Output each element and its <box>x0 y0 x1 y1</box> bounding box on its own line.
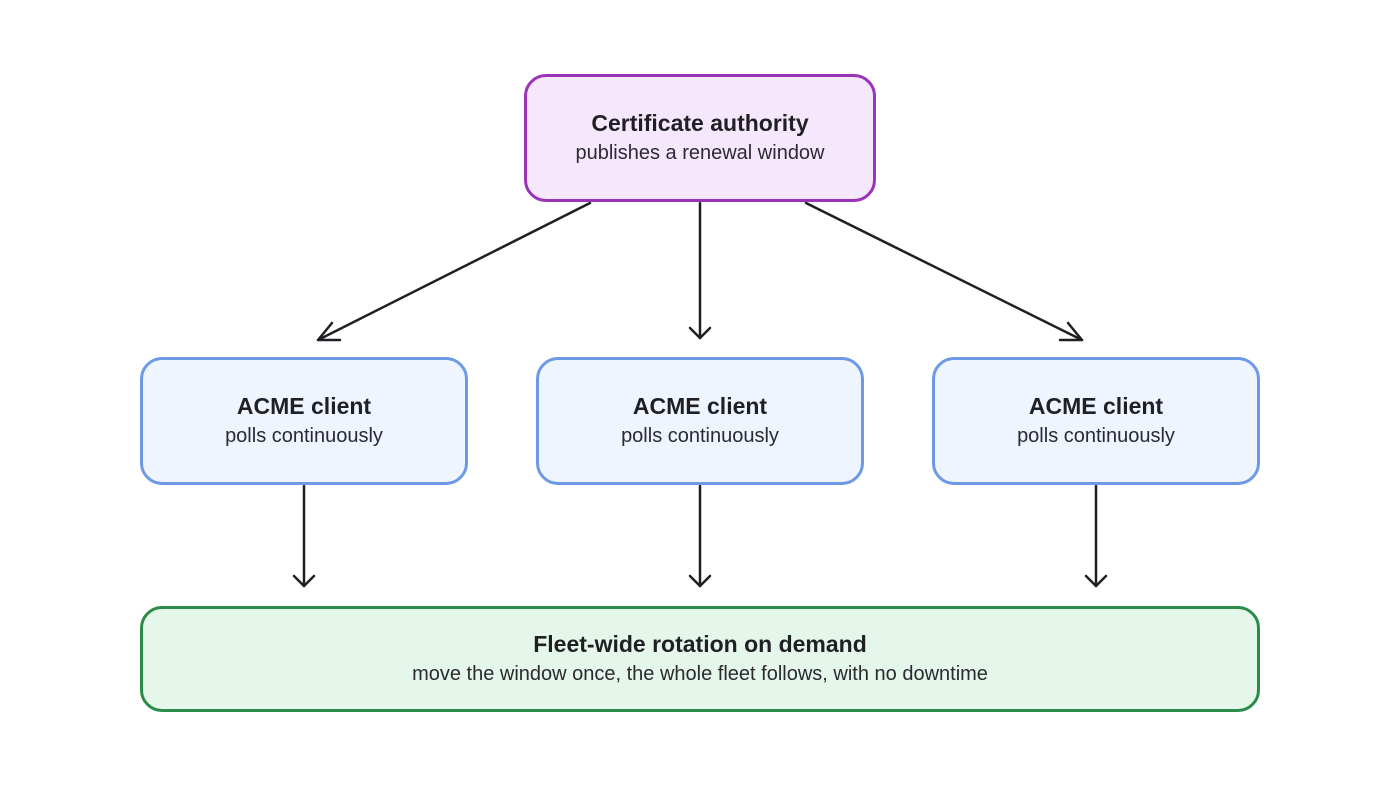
arrow-client-2-to-outcome <box>688 484 712 588</box>
fleet-rotation-outcome-node: Fleet-wide rotation on demand move the w… <box>140 606 1260 712</box>
acme-client-node-2: ACME client polls continuously <box>536 357 864 485</box>
node-title: ACME client <box>1028 393 1164 419</box>
node-title: Fleet-wide rotation on demand <box>533 631 867 657</box>
arrow-client-1-to-outcome <box>292 484 316 588</box>
arrow-authority-to-client-1 <box>316 201 592 342</box>
node-title: ACME client <box>236 393 372 419</box>
arrow-authority-to-client-3 <box>804 201 1084 342</box>
node-subtitle: publishes a renewal window <box>575 142 825 164</box>
arrow-client-3-to-outcome <box>1084 484 1108 588</box>
certificate-authority-node: Certificate authority publishes a renewa… <box>524 74 876 202</box>
arrow-authority-to-client-2 <box>688 201 712 340</box>
node-subtitle: polls continuously <box>621 425 779 447</box>
node-subtitle: move the window once, the whole fleet fo… <box>412 663 988 685</box>
node-title: ACME client <box>632 393 768 419</box>
acme-client-node-1: ACME client polls continuously <box>140 357 468 485</box>
node-subtitle: polls continuously <box>225 425 383 447</box>
acme-client-node-3: ACME client polls continuously <box>932 357 1260 485</box>
node-subtitle: polls continuously <box>1017 425 1175 447</box>
node-title: Certificate authority <box>591 110 809 136</box>
